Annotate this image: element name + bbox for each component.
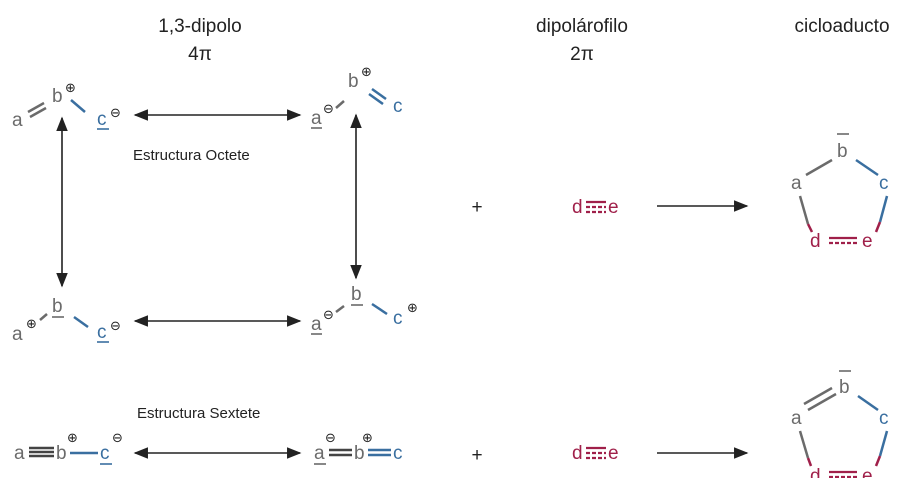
positive-charge: ⊕ — [362, 430, 373, 445]
atom-a: a — [12, 324, 23, 345]
atom-e: e — [608, 443, 619, 464]
resonance-structure-sextet-right: ⊖ a b ⊕ c — [314, 430, 403, 465]
cycloadduct-ring-bottom: b a c d e — [791, 370, 889, 478]
dipolarophile-title: dipolárofilo — [536, 16, 628, 37]
atom-a: a — [311, 108, 322, 129]
resonance-structure-sextet-left: a b ⊕ c ⊖ — [14, 430, 123, 465]
cycloadduct-title: cicloaducto — [794, 16, 889, 37]
cycloadduct-ring-top: b a c d e — [791, 133, 889, 252]
negative-charge: ⊖ — [110, 318, 121, 333]
negative-charge: ⊖ — [112, 430, 123, 445]
positive-charge: ⊕ — [361, 64, 372, 79]
dipole-title: 1,3-dipolo — [158, 16, 241, 37]
dipole-electron-count: 4π — [188, 44, 212, 65]
atom-a: a — [791, 408, 802, 429]
atom-a: a — [791, 173, 802, 194]
atom-e: e — [862, 466, 873, 478]
atom-a: a — [311, 314, 322, 335]
atom-c: c — [97, 322, 107, 343]
dipolarophile-electron-count: 2π — [570, 44, 594, 65]
atom-c: c — [97, 109, 107, 130]
atom-e: e — [862, 231, 873, 252]
atom-c: c — [393, 308, 403, 329]
positive-charge: ⊕ — [26, 316, 37, 331]
resonance-structure-top-right: a ⊖ b ⊕ c — [311, 64, 403, 129]
dipolarophile-top: d e — [572, 197, 619, 218]
negative-charge: ⊖ — [323, 101, 334, 116]
positive-charge: ⊕ — [65, 80, 76, 95]
sextet-structure-label: Estructura Sextete — [137, 405, 260, 422]
positive-charge: ⊕ — [407, 300, 418, 315]
atom-b: b — [348, 71, 359, 92]
resonance-structure-bottom-right: a ⊖ b c ⊕ — [311, 284, 418, 335]
atom-b: b — [52, 86, 63, 107]
atom-b: b — [837, 141, 848, 162]
plus-sign: + — [471, 445, 482, 466]
atom-d: d — [572, 443, 583, 464]
negative-charge: ⊖ — [323, 307, 334, 322]
atom-b: b — [354, 443, 365, 464]
atom-a: a — [314, 443, 325, 464]
atom-d: d — [810, 466, 821, 478]
positive-charge: ⊕ — [67, 430, 78, 445]
atom-b: b — [52, 296, 63, 317]
plus-sign: + — [471, 197, 482, 218]
atom-c: c — [879, 408, 889, 429]
atom-d: d — [810, 231, 821, 252]
negative-charge: ⊖ — [325, 430, 336, 445]
atom-d: d — [572, 197, 583, 218]
atom-b: b — [839, 377, 850, 398]
atom-c: c — [879, 173, 889, 194]
atom-b: b — [56, 443, 67, 464]
resonance-structure-top-left: a b ⊕ c ⊖ — [12, 80, 121, 131]
atom-c: c — [393, 443, 403, 464]
negative-charge: ⊖ — [110, 105, 121, 120]
atom-c: c — [100, 443, 110, 464]
atom-a: a — [12, 110, 23, 131]
dipolarophile-bottom: d e — [572, 443, 619, 464]
atom-e: e — [608, 197, 619, 218]
atom-c: c — [393, 96, 403, 117]
resonance-structure-bottom-left: a ⊕ b c ⊖ — [12, 296, 121, 345]
atom-b: b — [351, 284, 362, 305]
atom-a: a — [14, 443, 25, 464]
octet-structure-label: Estructura Octete — [133, 147, 250, 164]
